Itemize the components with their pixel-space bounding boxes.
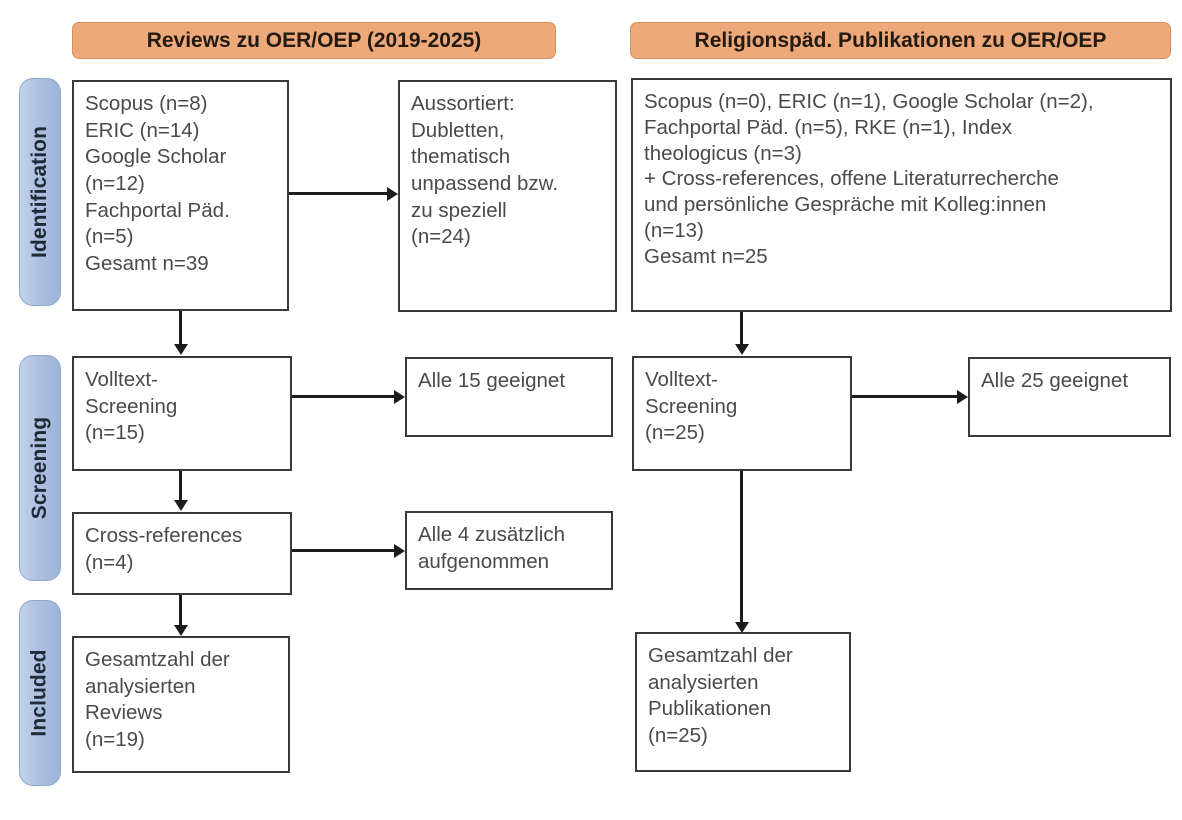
connector-religionspaed-screening-to-result (852, 395, 957, 398)
arrowhead-reviews-crossrefs-to-included (173, 625, 188, 636)
arrowhead-religionspaed-screening-to-included (734, 622, 749, 633)
stage-pill-screening: Screening (19, 355, 61, 581)
column-header-religionspaed: Religionspäd. Publikationen zu OER/OEP (630, 22, 1171, 59)
arrowhead-reviews-sources-to-screening (173, 344, 188, 355)
connector-reviews-sources-to-excluded (289, 192, 387, 195)
connector-religionspaed-screening-to-included (740, 471, 743, 628)
box-reviews-excluded: Aussortiert: Dubletten, thematisch unpas… (398, 80, 617, 312)
box-reviews-fulltext-screening: Volltext- Screening (n=15) (72, 356, 292, 471)
stage-pill-identification: Identification (19, 78, 61, 306)
connector-reviews-sources-to-screening (179, 311, 182, 345)
arrowhead-religionspaed-sources-to-screening (734, 344, 749, 355)
box-religionspaed-fulltext-result: Alle 25 geeignet (968, 357, 1171, 437)
column-header-reviews: Reviews zu OER/OEP (2019-2025) (72, 22, 556, 59)
box-reviews-cross-references: Cross-references (n=4) (72, 512, 292, 595)
stage-label-included: Included (28, 649, 52, 737)
column-header-religionspaed-label: Religionspäd. Publikationen zu OER/OEP (694, 28, 1107, 52)
box-religionspaed-fulltext-screening: Volltext- Screening (n=25) (632, 356, 852, 471)
column-header-reviews-label: Reviews zu OER/OEP (2019-2025) (146, 28, 482, 52)
box-religionspaed-included-total: Gesamtzahl der analysierten Publikatione… (635, 632, 851, 772)
stage-label-screening: Screening (28, 416, 51, 520)
connector-reviews-crossrefs-to-result (292, 549, 394, 552)
box-reviews-sources: Scopus (n=8) ERIC (n=14) Google Scholar … (72, 80, 289, 311)
arrowhead-reviews-screening-to-result (394, 389, 405, 404)
arrowhead-reviews-crossrefs-to-result (394, 543, 405, 558)
stage-pill-included: Included (19, 600, 61, 786)
connector-reviews-screening-to-result (292, 395, 394, 398)
connector-reviews-screening-to-crossrefs (179, 471, 182, 501)
connector-reviews-crossrefs-to-included (179, 595, 182, 631)
stage-label-identification: Identification (28, 125, 52, 259)
arrowhead-reviews-sources-to-excluded (387, 186, 398, 201)
connector-religionspaed-sources-to-screening (740, 312, 743, 345)
arrowhead-reviews-screening-to-crossrefs (173, 500, 188, 511)
box-reviews-included-total: Gesamtzahl der analysierten Reviews (n=1… (72, 636, 290, 773)
arrowhead-religionspaed-screening-to-result (957, 389, 968, 404)
box-religionspaed-sources: Scopus (n=0), ERIC (n=1), Google Scholar… (631, 78, 1172, 312)
box-reviews-fulltext-result: Alle 15 geeignet (405, 357, 613, 437)
box-reviews-cross-references-result: Alle 4 zusätzlich aufgenommen (405, 511, 613, 590)
